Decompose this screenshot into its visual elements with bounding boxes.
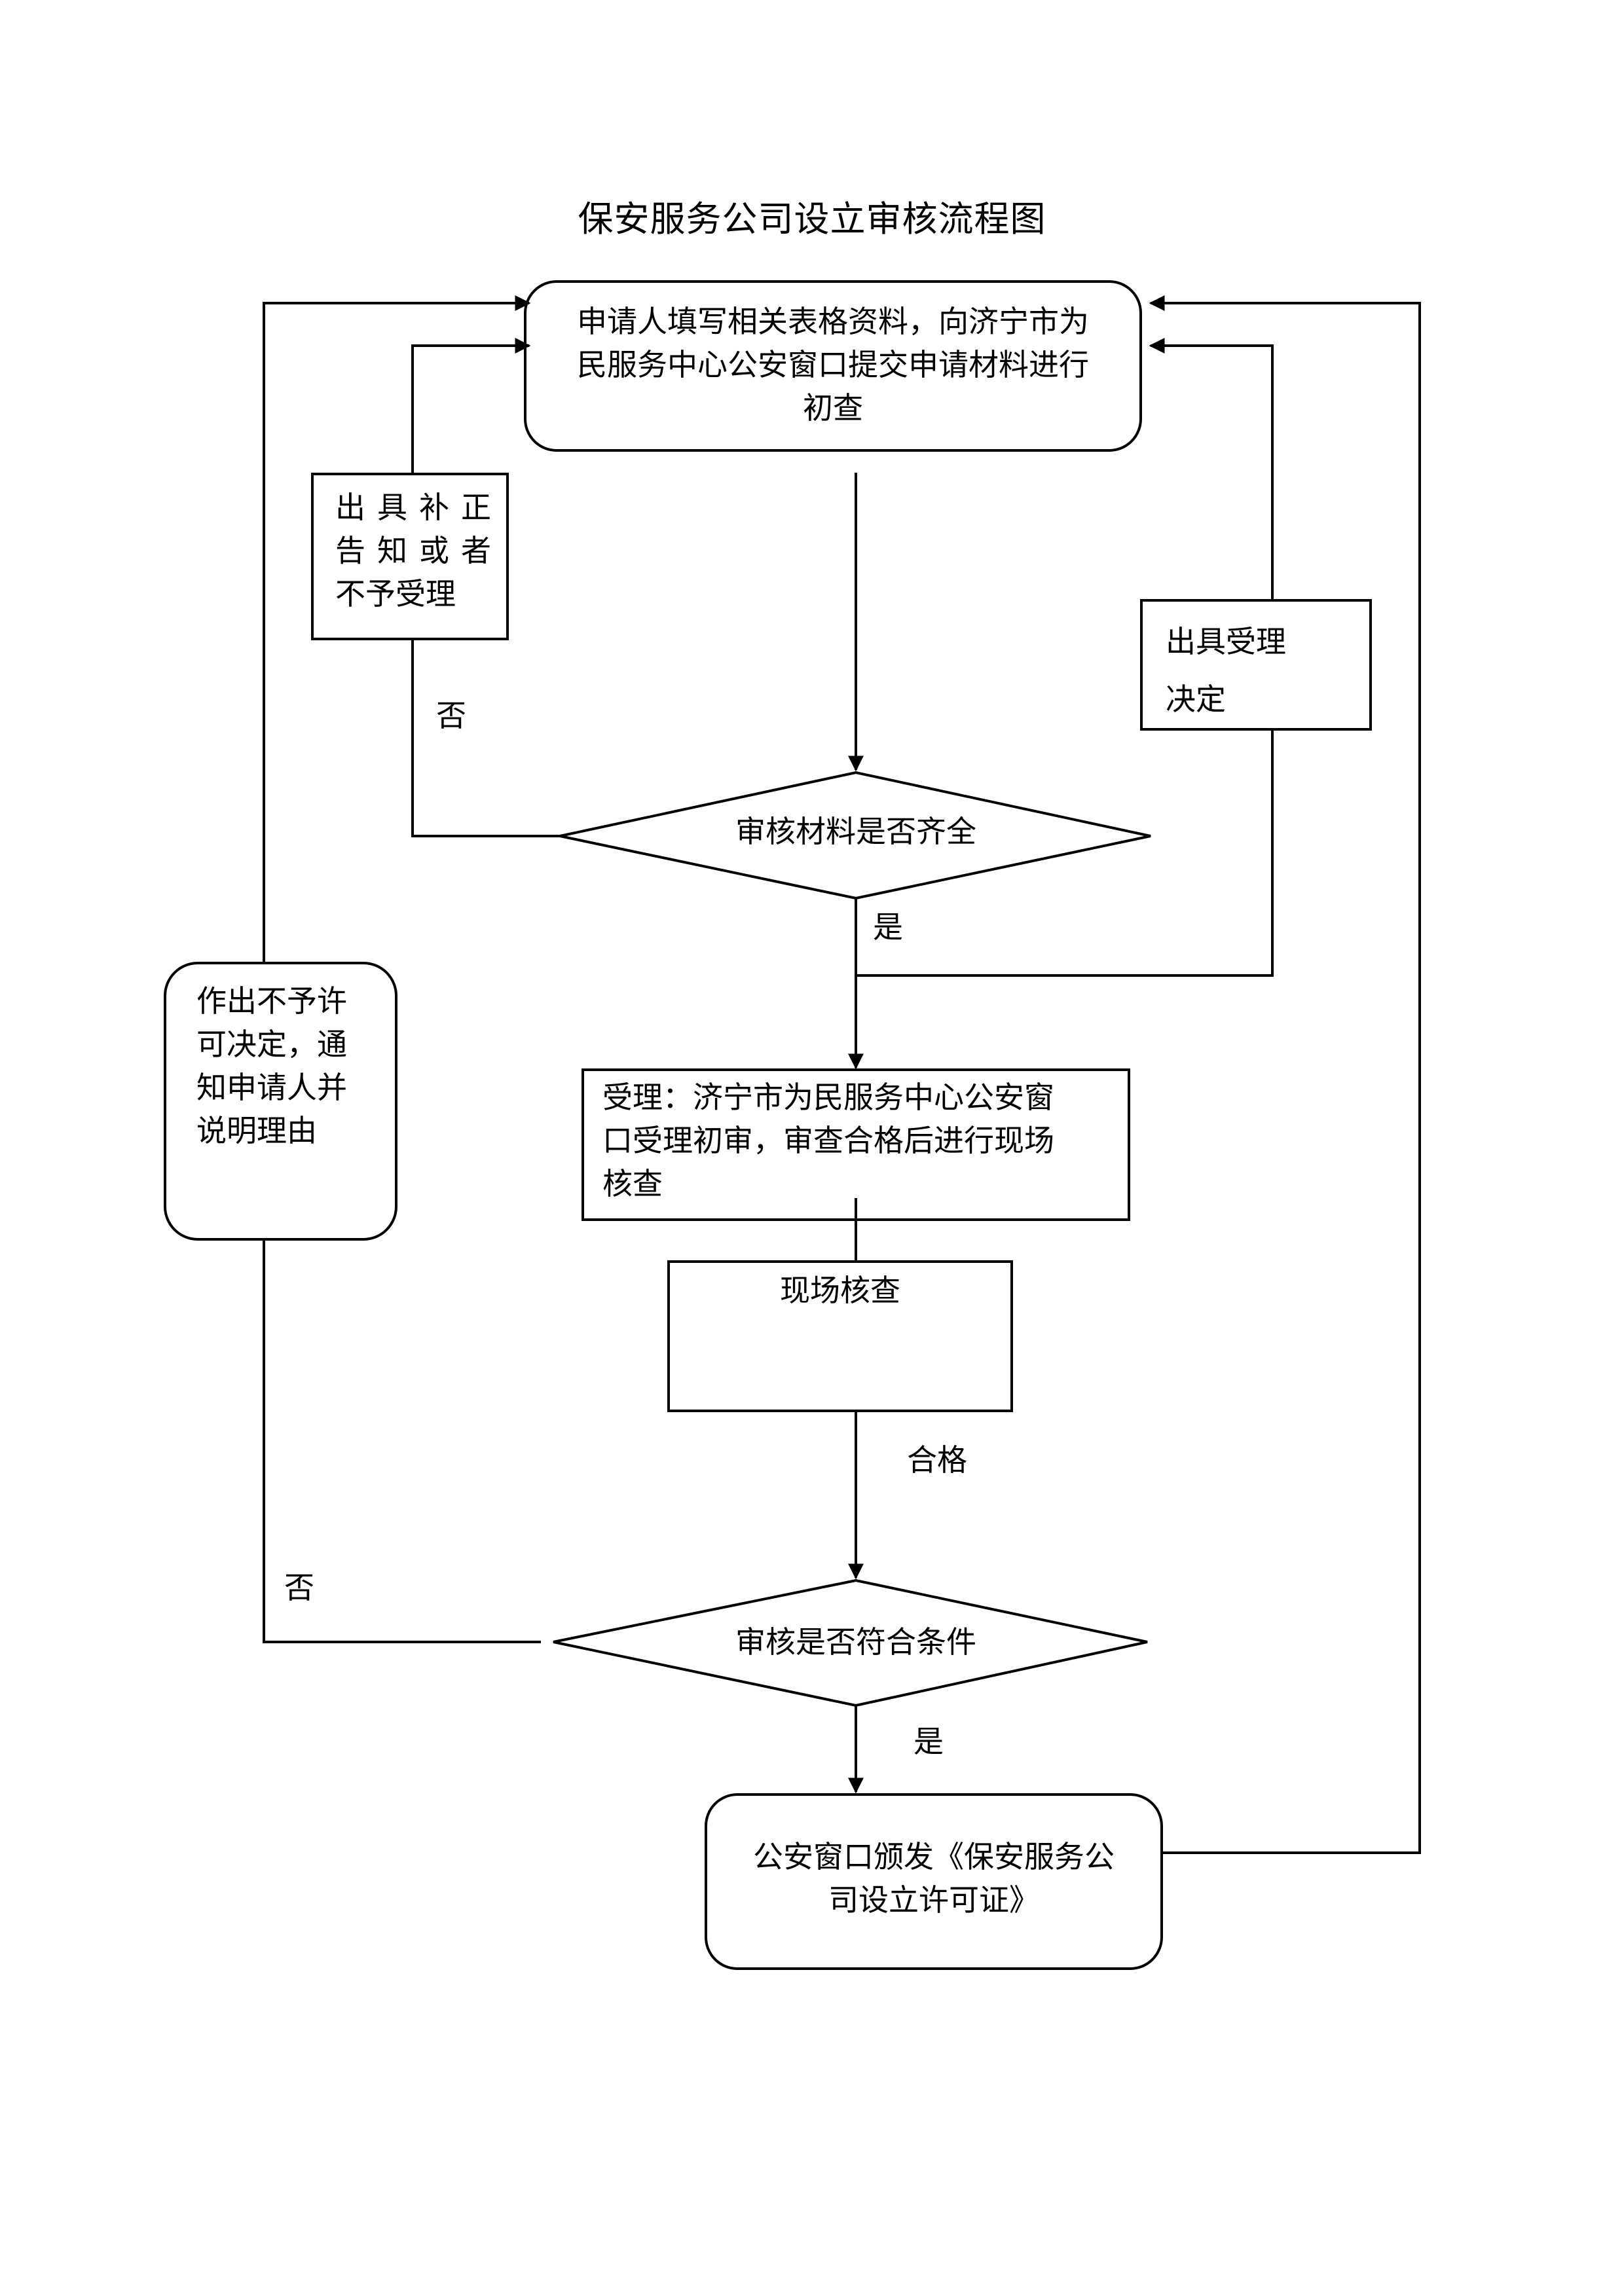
arrow-accept-decision-to-apply: [1149, 338, 1274, 600]
arrow-deny-to-apply: [263, 295, 531, 963]
edge-label-qualified: 合格: [907, 1442, 967, 1478]
accept-decision-text: 出具受理 决定: [1166, 624, 1286, 717]
edge-label-yes-conditions: 是: [913, 1724, 944, 1759]
line-check-no-to-correction: [411, 639, 560, 837]
check-conditions-diamond: [553, 1578, 1148, 1707]
deny-decision-box: [164, 962, 397, 1241]
line-yes-to-accept-decision: [856, 729, 1274, 977]
arrow-correction-to-apply: [411, 338, 531, 474]
edge-label-no-materials: 否: [436, 698, 466, 733]
page-title: 保安服务公司设立审核流程图: [578, 198, 1046, 240]
correction-notice-box: [311, 473, 509, 640]
check-materials-diamond: [559, 771, 1151, 900]
issue-license-text: 公安窗口颁发《保安服务公 司设立许可证》: [753, 1839, 1115, 1918]
edge-label-no-conditions: 否: [284, 1570, 314, 1605]
check-materials-text: 审核材料是否齐全: [735, 814, 976, 849]
line-conditions-no-left: [263, 1241, 541, 1643]
accept-decision-box: [1140, 599, 1372, 731]
arrow-issue-to-apply: [1149, 295, 1421, 1854]
correction-notice-text: 出具补正 告知或者 不予受理: [335, 490, 503, 611]
accept-box-text: 受理：济宁市为民服务中心公安窗 口受理初审，审查合格后进行现场 核查: [602, 1080, 1054, 1201]
site-check-text: 现场核查: [780, 1273, 900, 1308]
edge-label-yes-materials: 是: [873, 909, 903, 945]
apply-box-text: 申请人填写相关表格资料，向济宁市为 民服务中心公安窗口提交申请材料进行 初查: [577, 304, 1089, 426]
check-conditions-text: 审核是否符合条件: [735, 1624, 976, 1660]
issue-license-box: [705, 1793, 1163, 1970]
apply-box: [524, 280, 1142, 452]
deny-decision-text: 作出不予许 可决定，通 知申请人并 说明理由: [196, 983, 347, 1148]
site-check-box: [667, 1260, 1013, 1412]
